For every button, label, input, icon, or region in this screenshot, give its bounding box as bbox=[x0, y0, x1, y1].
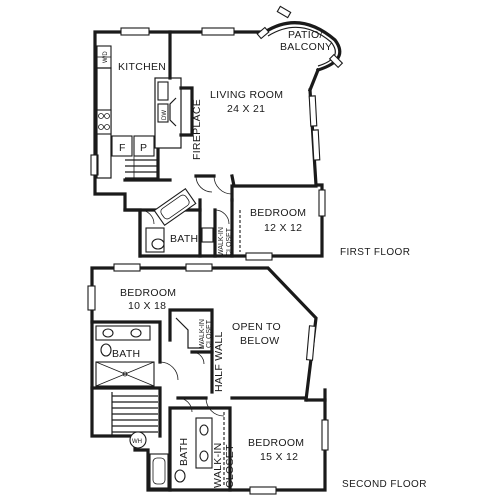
closet-a-door-swing bbox=[191, 351, 205, 365]
closet-a-diagonal bbox=[175, 317, 204, 349]
stove-burner bbox=[104, 124, 110, 130]
closet-b-label-line2: CLOSET bbox=[224, 444, 236, 488]
kitchen-island bbox=[154, 77, 182, 149]
bedroom-a-size: 10 X 18 bbox=[128, 300, 166, 312]
bath-b-label: BATH bbox=[178, 438, 190, 466]
bath-b-sink bbox=[199, 424, 209, 436]
water-heater bbox=[129, 431, 147, 449]
wd-label: W/D bbox=[103, 51, 109, 63]
second-east-window bbox=[305, 325, 317, 361]
bathtub bbox=[153, 187, 197, 227]
bedroom-a-north-window-2 bbox=[185, 263, 213, 272]
bath-b-tub bbox=[149, 453, 169, 489]
kitchen-window bbox=[120, 27, 150, 36]
bedroom-a-south-wall bbox=[90, 320, 162, 364]
bedroom-b-door-swing bbox=[205, 397, 225, 417]
bedroom-east-window bbox=[318, 189, 326, 217]
closet-label-line1: WALK-IN bbox=[218, 227, 225, 256]
closet-a-label-line1: WALK-IN bbox=[199, 319, 206, 348]
patio-door-jamb-top bbox=[256, 26, 270, 40]
stove-burner bbox=[104, 113, 110, 119]
fireplace-label: FIREPLACE bbox=[191, 99, 203, 160]
stairs-first bbox=[125, 159, 158, 179]
west-window bbox=[90, 154, 99, 176]
bedroom-b-size: 15 X 12 bbox=[260, 451, 298, 463]
bedroom-a-north-window bbox=[113, 263, 141, 272]
east-window bbox=[308, 95, 318, 127]
stove-burner bbox=[98, 113, 104, 119]
shower-drain bbox=[122, 371, 128, 377]
bath-b-walls bbox=[168, 406, 232, 492]
bedroom-a-door-swing bbox=[159, 361, 179, 381]
first-floor-east-wall bbox=[307, 67, 321, 93]
closet-a-walls bbox=[168, 308, 214, 354]
bedroom-size: 12 X 12 bbox=[264, 222, 302, 234]
bath-label: BATH bbox=[170, 233, 198, 245]
closet-b-label-line1: WALK-IN bbox=[212, 443, 224, 488]
patio-door-jamb-left bbox=[276, 5, 292, 19]
bath-b-tub-inner bbox=[152, 457, 166, 485]
bedroom-b-south-window bbox=[249, 486, 277, 495]
first-floor-label: FIRST FLOOR bbox=[340, 247, 410, 258]
living-window bbox=[201, 27, 235, 36]
bedroom-b-east-window bbox=[321, 419, 329, 451]
open-to-below-line2: BELOW bbox=[240, 335, 279, 347]
half-wall-label: HALF WALL bbox=[213, 331, 225, 392]
stove-burner bbox=[98, 124, 104, 130]
pantry-p-label: P bbox=[140, 142, 147, 154]
bath-a-sink bbox=[130, 328, 142, 338]
bedroom-south-window bbox=[245, 252, 273, 261]
second-floor-label: SECOND FLOOR bbox=[342, 479, 427, 490]
bath-b-door-swing bbox=[177, 397, 193, 413]
east-window-2 bbox=[311, 129, 321, 161]
bath-a-sink bbox=[102, 328, 114, 338]
bedroom-label: BEDROOM bbox=[250, 207, 306, 219]
patio-label-line2: BALCONY bbox=[280, 41, 332, 53]
stairs-second bbox=[111, 392, 158, 436]
pantry-f-label: F bbox=[119, 142, 126, 154]
living-room-label: LIVING ROOM bbox=[210, 89, 283, 101]
dw-label: DW bbox=[162, 110, 168, 120]
pantry-p bbox=[133, 135, 155, 157]
bath-sink bbox=[201, 227, 214, 243]
kitchen-south-wall bbox=[123, 148, 172, 182]
bath-a-toilet bbox=[100, 343, 112, 357]
living-room-size: 24 X 21 bbox=[227, 103, 265, 115]
kitchen-label: KITCHEN bbox=[118, 61, 166, 73]
closet-door-swing bbox=[214, 209, 230, 225]
hall-door-swing bbox=[195, 175, 213, 193]
bedroom-b-label: BEDROOM bbox=[248, 437, 304, 449]
shower-diag bbox=[95, 361, 155, 387]
wh-label: WH bbox=[132, 439, 142, 445]
bath-a-label: BATH bbox=[112, 348, 140, 360]
bath-b-toilet bbox=[174, 469, 186, 483]
bath-door-swing bbox=[139, 209, 155, 225]
bedroom-north-wall bbox=[194, 174, 318, 188]
fireplace-hearth bbox=[169, 97, 177, 127]
stove bbox=[96, 109, 112, 135]
first-floor-plan: KITCHEN LIVING ROOM 24 X 21 FIREPLACE PA… bbox=[90, 5, 410, 261]
sink bbox=[157, 81, 169, 101]
second-west-window bbox=[87, 285, 96, 311]
patio-label-line1: PATIO/ bbox=[288, 29, 323, 41]
stair-hall-wall bbox=[90, 386, 162, 438]
second-floor-plan: BEDROOM 10 X 18 BATH WALK-IN CLOSET OPEN… bbox=[87, 263, 427, 495]
patio-door-jamb-right bbox=[328, 53, 344, 69]
bathtub-inner bbox=[160, 194, 190, 220]
bedroom-a-label: BEDROOM bbox=[120, 287, 176, 299]
closet-a-label-line2: CLOSET bbox=[206, 319, 213, 348]
bedroom-door-swing bbox=[213, 175, 233, 195]
closet-label-line2: CLOSET bbox=[226, 227, 233, 256]
fireplace-outline bbox=[179, 86, 194, 137]
toilet bbox=[151, 238, 165, 250]
dishwasher bbox=[157, 103, 169, 123]
bath-b-sink bbox=[199, 450, 209, 462]
open-to-below-line1: OPEN TO bbox=[232, 321, 281, 333]
pantry-f bbox=[111, 135, 133, 157]
